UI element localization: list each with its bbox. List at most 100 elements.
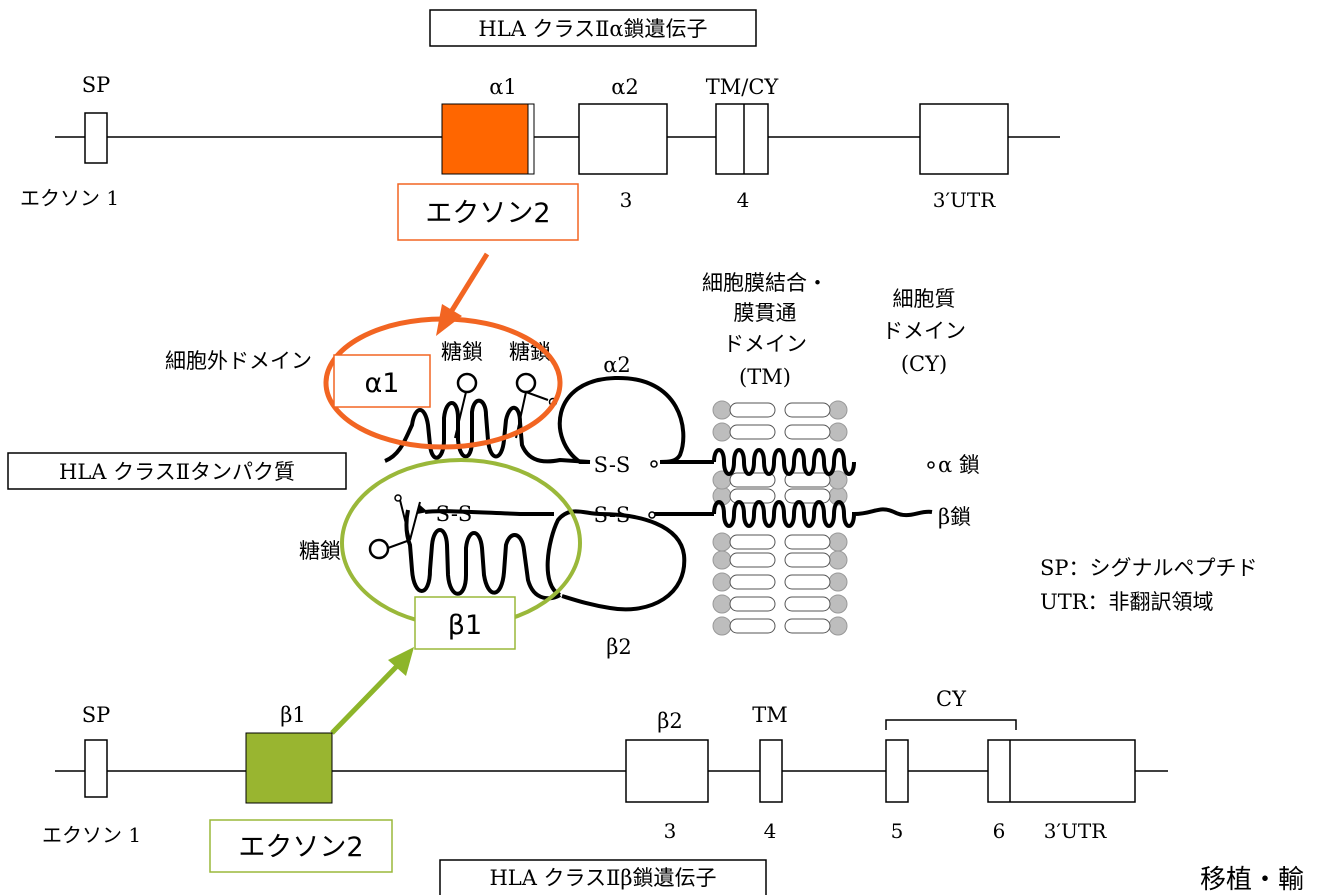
lipid-tail	[729, 552, 776, 568]
alpha-exon3-label: 3	[620, 188, 633, 212]
cy-bracket	[885, 719, 1017, 730]
ss-bond-beta1: S-S	[436, 502, 473, 526]
lipid-row	[712, 400, 848, 420]
beta-exon5-label: 5	[891, 819, 904, 843]
alpha-arrow-shaft	[448, 252, 490, 314]
lipid-head	[828, 616, 848, 636]
alpha-a2-label: α2	[611, 75, 639, 99]
legend-sp: SP：シグナルペプチド	[1040, 556, 1258, 580]
lipid-head	[828, 550, 848, 570]
alpha-utr	[919, 103, 1009, 175]
lipid-row	[712, 594, 848, 614]
beta-b2-label: β2	[657, 709, 683, 733]
beta-exon6-utr	[987, 739, 1136, 803]
lipid-tail	[784, 618, 831, 634]
lipid-head	[712, 550, 732, 570]
cy-label-line1: 細胞質	[893, 287, 956, 311]
beta-exon4-tm	[759, 739, 783, 803]
beta-utr-label: 3′UTR	[1044, 819, 1107, 843]
alpha1-callout-box	[333, 354, 431, 408]
lipid-tail	[729, 402, 776, 418]
beta2-domain-loop	[545, 509, 687, 612]
beta-exon4-label: 4	[764, 819, 777, 843]
alpha-exon2-a1	[441, 103, 531, 175]
tm-label-line4: (TM)	[739, 365, 791, 389]
legend: SP：シグナルペプチド UTR：非翻訳領域	[1040, 556, 1258, 614]
beta-ss-dot	[648, 511, 656, 519]
alpha-sugar-link	[525, 391, 549, 401]
alpha-tm-helix	[712, 448, 856, 476]
lipid-tail	[784, 574, 831, 590]
lipid-row	[712, 532, 848, 552]
lipid-head	[828, 572, 848, 592]
lipid-tail	[729, 534, 776, 550]
beta1-callout-text: β1	[448, 610, 482, 641]
alpha-chain-end	[927, 461, 935, 469]
beta-chain-label: β鎖	[938, 505, 971, 529]
lipid-row	[712, 616, 848, 636]
beta-arrow-head	[388, 647, 414, 676]
beta-gene-title-box	[439, 859, 767, 895]
lipid-tail	[784, 552, 831, 568]
beta-sugar-chain	[368, 538, 390, 560]
ss-bond-beta2: S-S	[594, 503, 631, 527]
beta-sugar-arrowhead	[417, 505, 428, 514]
lipid-tail	[784, 488, 831, 504]
beta-exon6-label: 6	[993, 819, 1006, 843]
lipid-tail	[729, 596, 776, 612]
beta-sugar-stems	[387, 499, 421, 549]
alpha-gene: HLA クラスⅡα鎖遺伝子 SP α1 α2 TM/CY エクソン 1 3 4 …	[20, 9, 1060, 241]
beta-exon1-label: エクソン 1	[42, 823, 141, 847]
alpha2-domain-label: α2	[603, 353, 631, 377]
lipid-row	[712, 572, 848, 592]
beta-exon2-b1	[245, 732, 333, 804]
beta-exon3-label: 3	[664, 819, 677, 843]
lipid-head	[712, 572, 732, 592]
lipid-tail	[729, 618, 776, 634]
alpha-utr-label: 3′UTR	[933, 188, 996, 212]
alpha-gene-title-box	[429, 9, 757, 47]
beta-sp-label: SP	[82, 703, 111, 727]
lipid-head	[712, 532, 732, 552]
alpha-exon4-label: 4	[737, 188, 750, 212]
alpha-tmcy-label: TM/CY	[706, 75, 780, 99]
alpha1-callout-text: α1	[365, 368, 400, 399]
lipid-tail	[729, 424, 776, 440]
alpha-sp-label: SP	[82, 73, 111, 97]
lipid-tail	[784, 534, 831, 550]
lipid-row	[712, 422, 848, 442]
beta-arrow-shaft	[330, 663, 400, 735]
protein-title: HLA クラスⅡタンパク質	[59, 460, 295, 484]
beta-tm-helix	[712, 500, 933, 528]
beta-exon1-sp	[84, 739, 108, 798]
lipid-head	[828, 594, 848, 614]
alpha-exon4-tmcy	[715, 103, 769, 175]
cy-label-line3: (CY)	[901, 352, 947, 376]
lipid-tail	[784, 402, 831, 418]
alpha-exon2-edge	[527, 103, 535, 175]
alpha1-domain-chain	[384, 398, 591, 464]
alpha-exon2-callout-text: エクソン2	[425, 198, 550, 229]
footer-text: 移植・輸	[1200, 865, 1304, 895]
beta-exon3-b2	[625, 739, 709, 803]
protein-title-box	[7, 452, 347, 490]
beta-exon2-callout-text: エクソン2	[238, 832, 363, 863]
lipid-head	[828, 422, 848, 442]
beta1-domain-top	[424, 509, 554, 516]
extracellular-label: 細胞外ドメイン	[165, 349, 312, 373]
beta1-domain-chain	[404, 509, 562, 601]
tm-label-line2: 膜貫通	[734, 301, 797, 325]
alpha-gene-title: HLA クラスⅡα鎖遺伝子	[478, 17, 707, 41]
lipid-head	[712, 422, 732, 442]
tm-label-line1: 細胞膜結合・	[702, 271, 828, 295]
sugar-chain-label-a: 糖鎖	[441, 340, 483, 364]
beta-exon2-callout	[209, 819, 393, 873]
lipid-tail	[729, 488, 776, 504]
alpha-sugar-chain-a	[456, 372, 478, 394]
membrane-bilayer	[712, 400, 848, 636]
beta-gene-title: HLA クラスⅡβ鎖遺伝子	[489, 866, 716, 890]
ss-bond-alpha: S-S	[594, 453, 631, 477]
protein: HLA クラスⅡタンパク質 細胞外ドメイン 糖鎖 糖鎖 糖鎖 α2 β2 細胞膜…	[7, 271, 980, 659]
cy-label-line2: ドメイン	[882, 319, 966, 343]
